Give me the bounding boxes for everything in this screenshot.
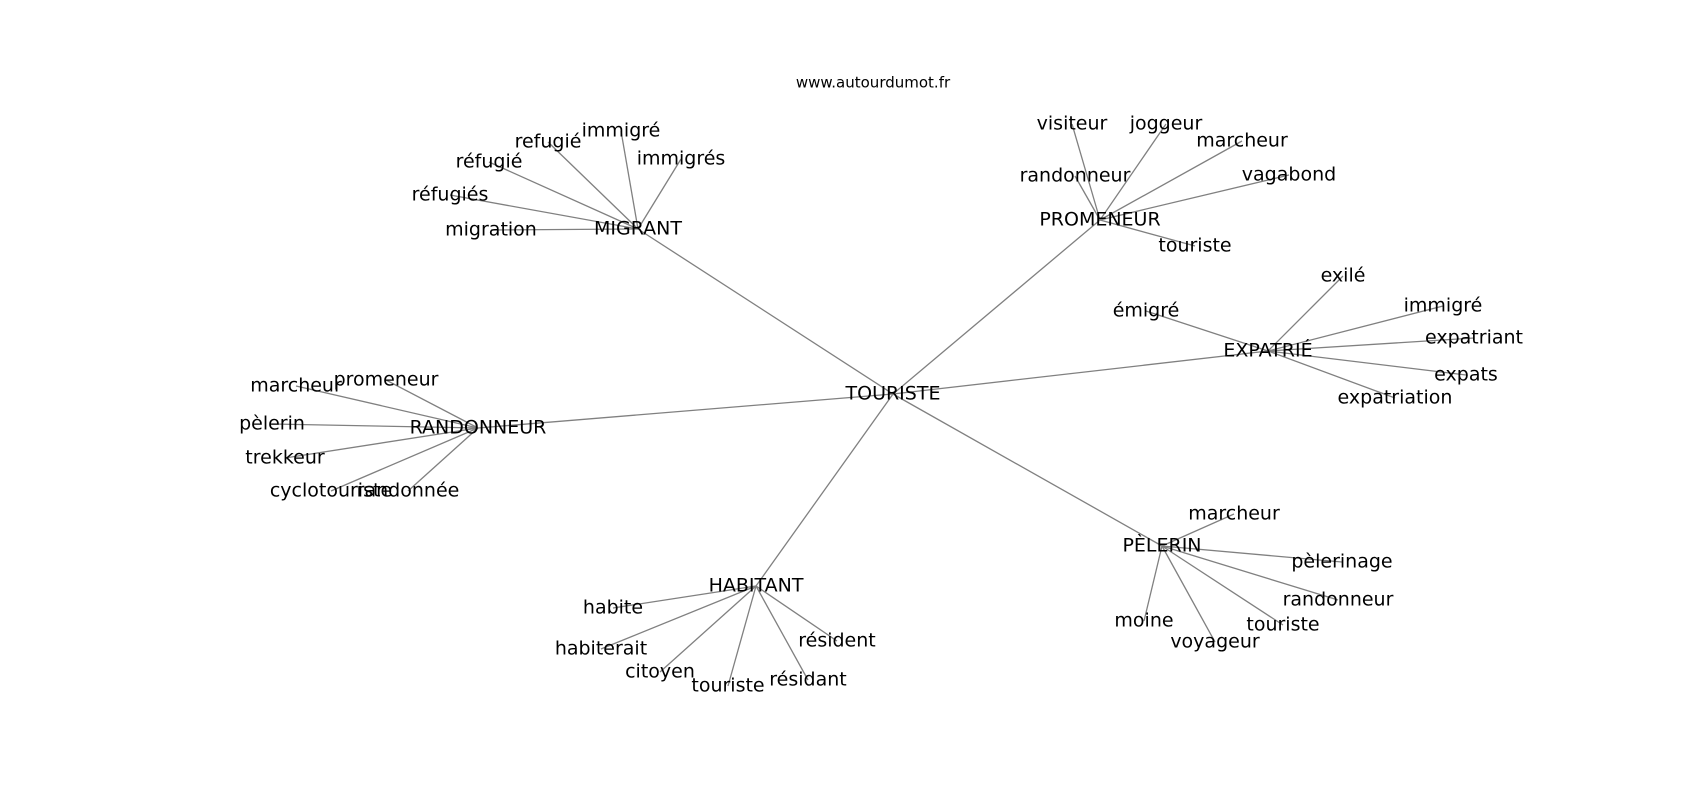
leaf-node-label: cyclotouriste <box>270 480 392 502</box>
edge-5-3 <box>1161 545 1284 626</box>
hub-node-label: PÈLERIN <box>1122 534 1201 557</box>
leaf-node-label: touriste <box>691 675 764 697</box>
edge-3-3 <box>284 427 479 459</box>
edge-0-5 <box>637 158 682 230</box>
leaf-node-label: habiterait <box>555 638 647 660</box>
leaf-node-label: immigrés <box>637 148 726 170</box>
edge-1-1 <box>1071 123 1101 221</box>
leaf-node-label: réfugié <box>456 151 523 173</box>
edge-3-0 <box>295 385 479 429</box>
edge-root-5 <box>892 393 1163 547</box>
edge-4-4 <box>755 585 809 681</box>
edge-3-5 <box>407 427 479 492</box>
leaf-node-label: citoyen <box>625 661 695 683</box>
edge-2-0 <box>1145 310 1269 352</box>
edge-1-4 <box>1099 174 1290 221</box>
hub-node-label: MIGRANT <box>594 218 682 240</box>
leaf-node-label: voyageur <box>1170 631 1260 653</box>
edge-1-5 <box>1099 219 1196 247</box>
edge-4-5 <box>755 585 838 642</box>
edge-0-0 <box>490 228 639 231</box>
edge-root-1 <box>892 219 1101 395</box>
hub-node-label: RANDONNEUR <box>410 417 547 439</box>
edge-4-2 <box>659 585 757 673</box>
edge-1-3 <box>1099 140 1243 221</box>
edge-0-3 <box>547 141 639 230</box>
leaf-node-label: résidant <box>769 669 846 691</box>
leaf-node-label: marcheur <box>250 375 342 397</box>
leaf-node-label: immigré <box>1404 295 1483 317</box>
edge-0-1 <box>449 194 639 230</box>
edge-3-4 <box>330 427 479 492</box>
edge-2-1 <box>1267 275 1344 352</box>
edge-5-5 <box>1143 545 1163 622</box>
edge-5-4 <box>1161 545 1216 643</box>
leaf-node-label: touriste <box>1158 235 1231 257</box>
edge-3-1 <box>385 379 479 429</box>
edge-2-5 <box>1267 350 1396 399</box>
edge-2-2 <box>1267 305 1444 352</box>
edge-5-0 <box>1161 513 1235 547</box>
edge-2-4 <box>1267 350 1467 376</box>
edge-4-3 <box>727 585 757 687</box>
edge-4-0 <box>612 585 757 609</box>
hub-node-label: EXPATRIÉ <box>1223 339 1312 362</box>
leaf-node-label: touriste <box>1246 614 1319 636</box>
leaf-node-label: joggeur <box>1129 113 1203 135</box>
leaf-node-label: expats <box>1434 364 1498 386</box>
leaf-node-label: réfugiés <box>412 184 489 206</box>
leaf-node-label: immigré <box>582 120 661 142</box>
leaf-node-label: promeneur <box>334 369 439 391</box>
leaf-node-label: randonnée <box>357 480 460 502</box>
leaf-node-label: expatriant <box>1425 327 1523 349</box>
leaf-node-label: exilé <box>1321 265 1366 287</box>
edge-4-1 <box>600 585 757 650</box>
graph-edges <box>271 123 1475 687</box>
edge-0-4 <box>620 130 639 230</box>
leaf-node-label: migration <box>445 219 537 241</box>
edge-5-2 <box>1161 545 1339 601</box>
root-node-label: TOURISTE <box>845 383 941 405</box>
leaf-node-label: émigré <box>1113 300 1180 322</box>
leaf-node-label: marcheur <box>1196 130 1288 152</box>
leaf-node-label: résident <box>798 630 876 652</box>
leaf-node-label: trekkeur <box>245 447 325 469</box>
leaf-node-label: expatriation <box>1338 387 1453 409</box>
edge-2-3 <box>1267 337 1475 352</box>
leaf-node-label: habite <box>583 597 643 619</box>
edge-3-2 <box>271 423 479 429</box>
edge-0-2 <box>488 161 639 230</box>
leaf-node-label: visiteur <box>1037 113 1108 135</box>
edge-1-2 <box>1099 123 1167 221</box>
edge-root-0 <box>637 228 894 395</box>
edge-root-3 <box>477 393 894 429</box>
edge-1-0 <box>1074 175 1101 221</box>
watermark: www.autourdumot.fr <box>796 74 951 92</box>
leaf-node-label: pèlerin <box>239 413 305 435</box>
edge-root-4 <box>755 393 894 587</box>
leaf-node-label: marcheur <box>1188 503 1280 525</box>
leaf-node-label: moine <box>1114 610 1173 632</box>
hub-node-label: HABITANT <box>709 575 804 597</box>
leaf-node-label: refugié <box>515 131 582 153</box>
leaf-node-label: randonneur <box>1020 165 1131 187</box>
graph-labels: www.autourdumot.fr TOURISTE MIGRANT migrat… <box>239 74 1523 697</box>
hub-node-label: PROMENEUR <box>1039 209 1160 231</box>
leaf-node-label: randonneur <box>1283 589 1394 611</box>
edge-5-1 <box>1161 545 1343 563</box>
leaf-node-label: pèlerinage <box>1291 551 1392 573</box>
leaf-node-label: vagabond <box>1242 164 1336 186</box>
edge-root-2 <box>892 350 1269 395</box>
